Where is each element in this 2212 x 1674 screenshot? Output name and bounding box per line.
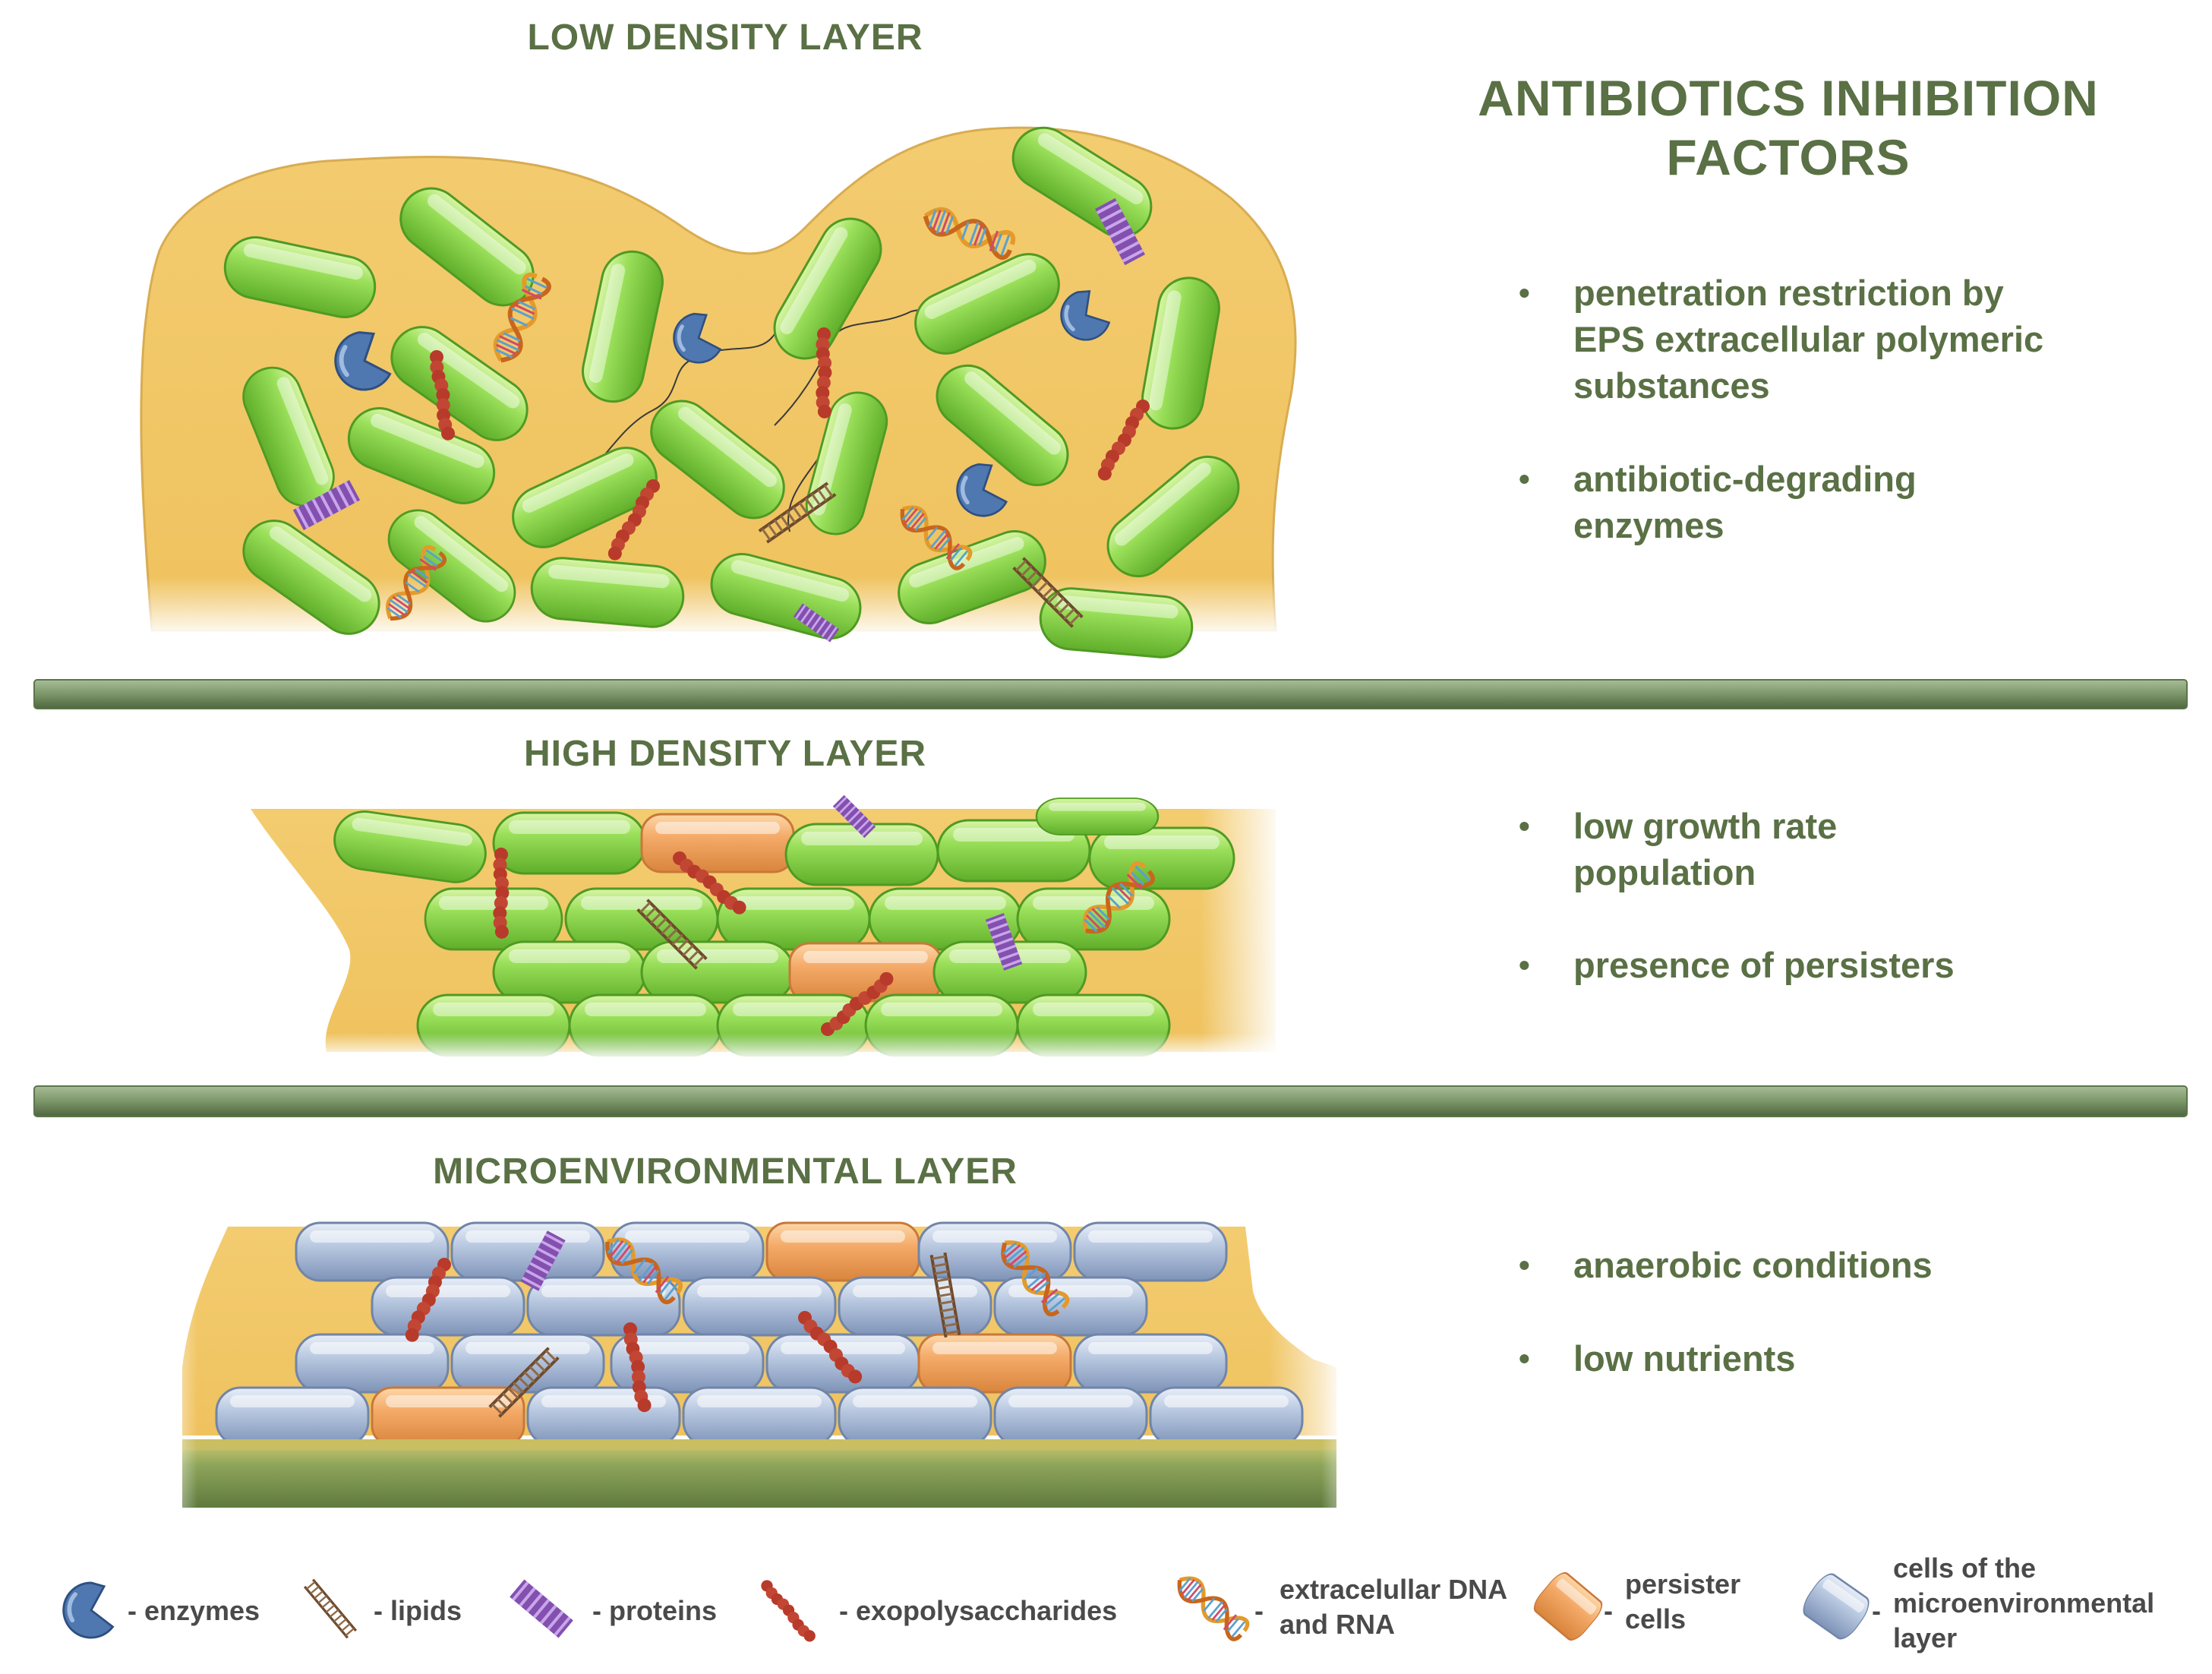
factor-line: EPS extracellular polymeric: [1573, 319, 2044, 359]
factor-line: presence of persisters: [1573, 945, 1955, 985]
low-density-layer-title: LOW DENSITY LAYER: [527, 17, 923, 58]
factor-anaerobic: • anaerobic conditions: [1519, 1242, 2196, 1288]
legend-dna-icon: [1172, 1571, 1250, 1642]
legend-enzymes-label: - enzymes: [128, 1595, 260, 1626]
legend-persister-line: cells: [1625, 1603, 1687, 1635]
factor-line: penetration restriction by: [1573, 273, 2004, 313]
legend-persister-dash: -: [1604, 1595, 1613, 1626]
factor-line: enzymes: [1573, 505, 1724, 545]
legend-dna-label: extracelullar DNA and RNA: [1280, 1572, 1507, 1642]
legend-enzyme-icon: [64, 1583, 113, 1638]
legend-protein-icon: [508, 1578, 575, 1640]
microenvironmental-layer-title: MICROENVIRONMENTAL LAYER: [433, 1151, 1018, 1192]
legend-micro-dash: -: [1872, 1595, 1881, 1626]
legend-lipid-icon: [303, 1578, 358, 1639]
factor-persisters: • presence of persisters: [1519, 942, 2196, 988]
legend-persister-line: persister: [1625, 1568, 1741, 1600]
main-title: ANTIBIOTICS INHIBITION FACTORS: [1428, 68, 2149, 187]
legend-micro-line: microenvironmental: [1893, 1587, 2155, 1619]
bullet: •: [1519, 461, 1530, 497]
legend-proteins-label: - proteins: [592, 1595, 718, 1626]
bullet: •: [1519, 947, 1530, 983]
legend-persister-label: persister cells: [1625, 1567, 1740, 1637]
legend-lipids-label: - lipids: [374, 1595, 462, 1626]
factor-low-nutrients: • low nutrients: [1519, 1335, 2196, 1382]
legend-dna-line: extracelullar DNA: [1280, 1574, 1508, 1605]
bullet: •: [1519, 1341, 1530, 1376]
legend-dna-dash: -: [1254, 1595, 1264, 1626]
legend-exopoly-icon: [748, 1578, 829, 1644]
low-density-biofilm: [137, 115, 1306, 662]
divider-2: [33, 1085, 2188, 1117]
legend-persister-icon: [1529, 1568, 1607, 1645]
factor-line: substances: [1573, 365, 1770, 406]
high-density-biofilm: [251, 794, 1291, 1060]
factor-degrading-enzymes: • antibiotic-degrading enzymes: [1519, 456, 2196, 548]
factor-line: anaerobic conditions: [1573, 1245, 1933, 1285]
main-title-line-2: FACTORS: [1666, 129, 1911, 185]
bullet: •: [1519, 808, 1530, 844]
factor-line: antibiotic-degrading: [1573, 459, 1917, 499]
bullet: •: [1519, 275, 1530, 311]
bullet: •: [1519, 1247, 1530, 1283]
legend-dna-line: and RNA: [1280, 1609, 1395, 1640]
high-density-layer-title: HIGH DENSITY LAYER: [523, 734, 927, 774]
factor-penetration-restriction: • penetration restriction by EPS extrace…: [1519, 270, 2196, 409]
legend-micro-line: cells of the: [1893, 1552, 2037, 1584]
factor-line: population: [1573, 852, 1756, 892]
legend-micro-cell-icon: [1797, 1568, 1875, 1644]
legend-exopolysaccharides-label: - exopolysaccharides: [839, 1595, 1118, 1626]
legend-micro-label: cells of the microenvironmental layer: [1893, 1551, 2154, 1656]
main-title-line-1: ANTIBIOTICS INHIBITION: [1478, 70, 2099, 126]
legend-micro-line: layer: [1893, 1622, 1958, 1653]
divider-1: [33, 679, 2188, 709]
factor-line: low growth rate: [1573, 806, 1838, 846]
micro-substrate: [182, 1447, 1336, 1508]
factor-line: low nutrients: [1573, 1338, 1796, 1379]
microenvironmental-biofilm: [152, 1208, 1367, 1511]
factor-low-growth-rate: • low growth rate population: [1519, 803, 2196, 895]
